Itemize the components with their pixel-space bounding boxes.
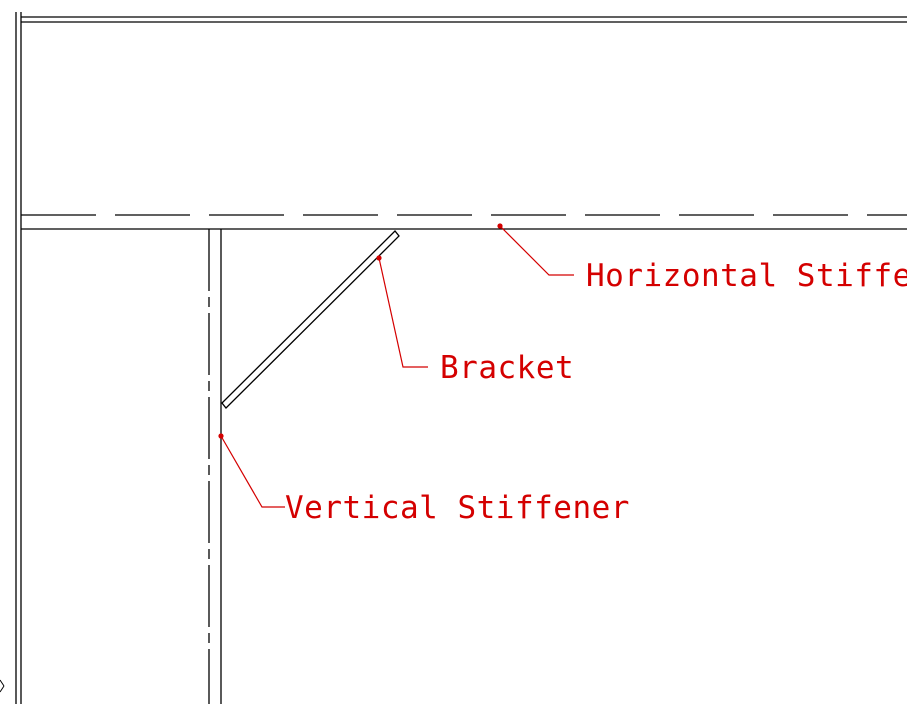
callout-vertical-stiffener: Vertical Stiffener [218,433,630,526]
horizontal-stiffener [21,214,907,230]
horizontal-stiffener-label: Horizontal Stiffener [586,258,907,294]
leader-line [378,257,428,368]
bracket-plate [221,230,400,409]
callout-horizontal-stiffener: Horizontal Stiffener [497,223,907,294]
vertical-stiffener-label: Vertical Stiffener [285,490,630,526]
left-boundary-plate [15,12,22,704]
leader-line [499,225,574,276]
top-plate [21,16,907,23]
vertical-stiffener [208,229,222,704]
edge-mark [0,679,5,693]
leader-line [220,435,285,508]
bracket-label: Bracket [440,350,574,386]
callout-bracket: Bracket [376,255,574,386]
